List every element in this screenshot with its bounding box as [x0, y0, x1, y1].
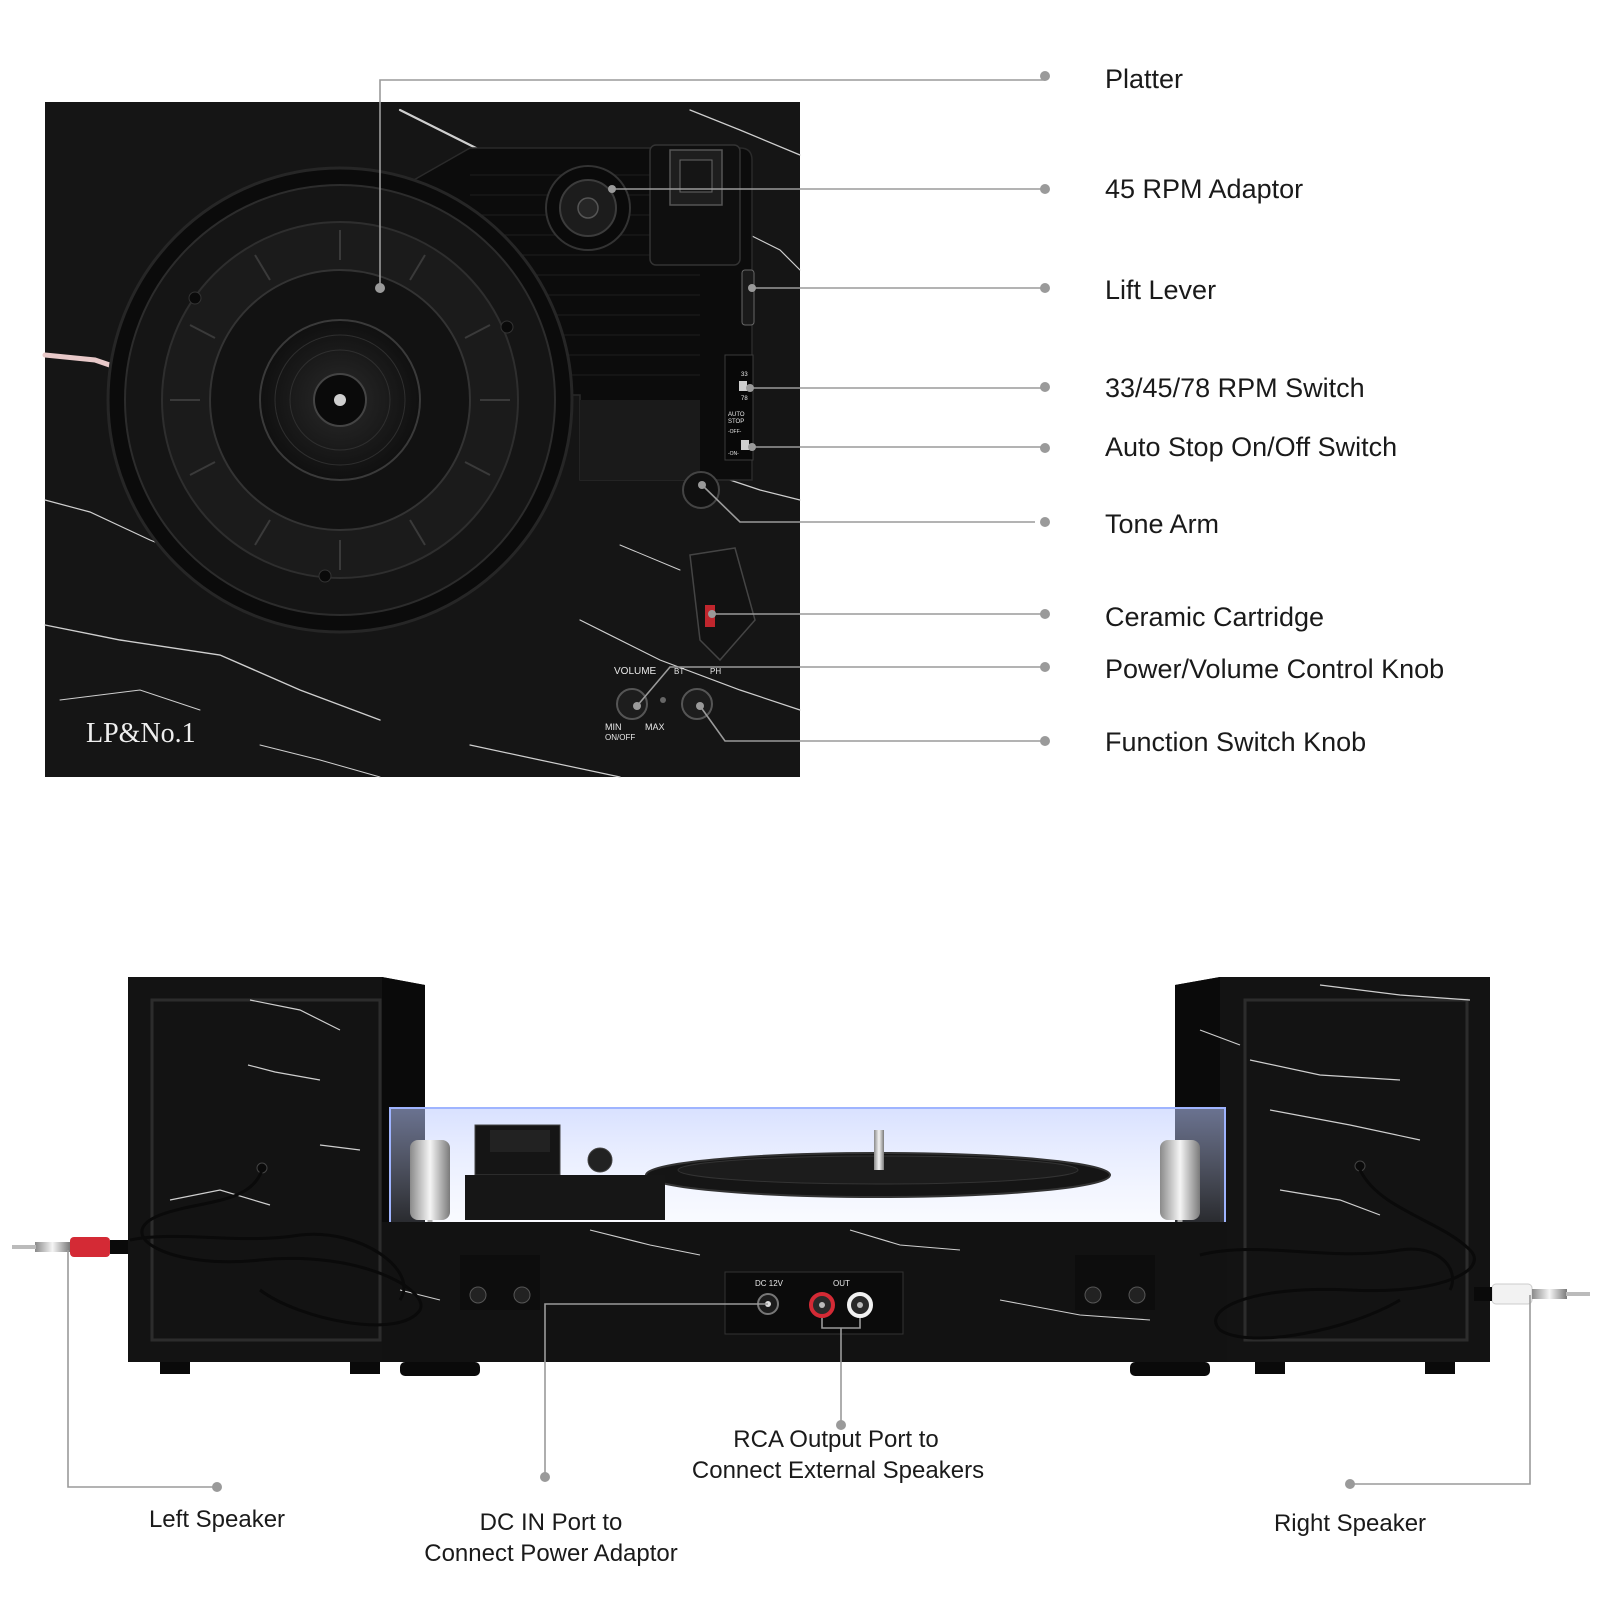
- on-label: -ON-: [728, 451, 739, 457]
- label-ceramic-cartridge: Ceramic Cartridge: [1105, 602, 1324, 632]
- label-platter: Platter: [1105, 64, 1183, 94]
- stop-label: STOP: [728, 419, 744, 425]
- rpm-switch: [739, 381, 747, 391]
- bottom-callout-labels: Left Speaker DC IN Port to Connect Power…: [149, 1426, 1426, 1567]
- label-rca-out-line2: Connect External Speakers: [692, 1457, 984, 1484]
- top-leader-lines: [375, 71, 1050, 746]
- label-tone-arm: Tone Arm: [1105, 509, 1219, 539]
- right-rca-plug: [1474, 1283, 1590, 1305]
- lift-lever: [741, 269, 755, 326]
- speed-78-label: 78: [741, 396, 748, 402]
- rear-view-system: DC 12V OUT: [12, 977, 1590, 1376]
- bottom-leader-lines: [67, 1250, 1531, 1492]
- top-view-turntable: 33 78 AUTO STOP -OFF- -ON- VOLUME BT PH …: [42, 102, 801, 778]
- label-dc-in-line2: Connect Power Adaptor: [424, 1540, 678, 1567]
- label-function-switch-knob: Function Switch Knob: [1105, 727, 1366, 757]
- brand-logo: LP&No.1: [86, 718, 196, 749]
- out-label: OUT: [833, 1279, 850, 1288]
- label-auto-stop-switch: Auto Stop On/Off Switch: [1105, 432, 1397, 462]
- switch-strip: 33 78 AUTO STOP -OFF- -ON-: [724, 354, 754, 461]
- label-right-speaker: Right Speaker: [1274, 1510, 1426, 1537]
- top-callout-labels: Platter 45 RPM Adaptor Lift Lever 33/45/…: [1105, 64, 1444, 757]
- label-rpm-switch: 33/45/78 RPM Switch: [1105, 373, 1365, 403]
- speaker-cables: [129, 1169, 1476, 1340]
- auto-stop-switch: [741, 440, 749, 450]
- deck-lower-panel: [580, 400, 700, 480]
- rear-turntable-deck: [410, 1124, 1200, 1263]
- min-label: MIN: [605, 722, 622, 732]
- left-rca-plug: [12, 1237, 128, 1257]
- max-label: MAX: [645, 722, 665, 732]
- bt-label: BT: [674, 667, 684, 676]
- control-knobs: VOLUME BT PH MIN ON/OFF MAX: [605, 666, 721, 742]
- on-off-label: ON/OFF: [605, 733, 635, 742]
- turntable-plinth: DC 12V OUT: [382, 1222, 1227, 1376]
- speed-33-label: 33: [741, 372, 748, 378]
- label-dc-in-line1: DC IN Port to: [480, 1509, 623, 1536]
- auto-label: AUTO: [728, 412, 745, 418]
- label-left-speaker: Left Speaker: [149, 1506, 285, 1533]
- dc-12v-label: DC 12V: [755, 1279, 784, 1288]
- ph-label: PH: [710, 667, 721, 676]
- 45-rpm-adaptor: [545, 165, 631, 251]
- off-label: -OFF-: [728, 429, 742, 435]
- label-lift-lever: Lift Lever: [1105, 275, 1216, 305]
- platter: [106, 166, 574, 634]
- label-rca-out-line1: RCA Output Port to: [733, 1426, 938, 1453]
- volume-label: VOLUME: [614, 666, 657, 677]
- label-power-volume-knob: Power/Volume Control Knob: [1105, 654, 1444, 684]
- ceramic-cartridge: [689, 547, 756, 662]
- power-volume-knob[interactable]: [616, 688, 648, 720]
- spindle: [334, 394, 346, 406]
- left-speaker: [128, 977, 425, 1374]
- label-45-rpm-adaptor: 45 RPM Adaptor: [1105, 174, 1303, 204]
